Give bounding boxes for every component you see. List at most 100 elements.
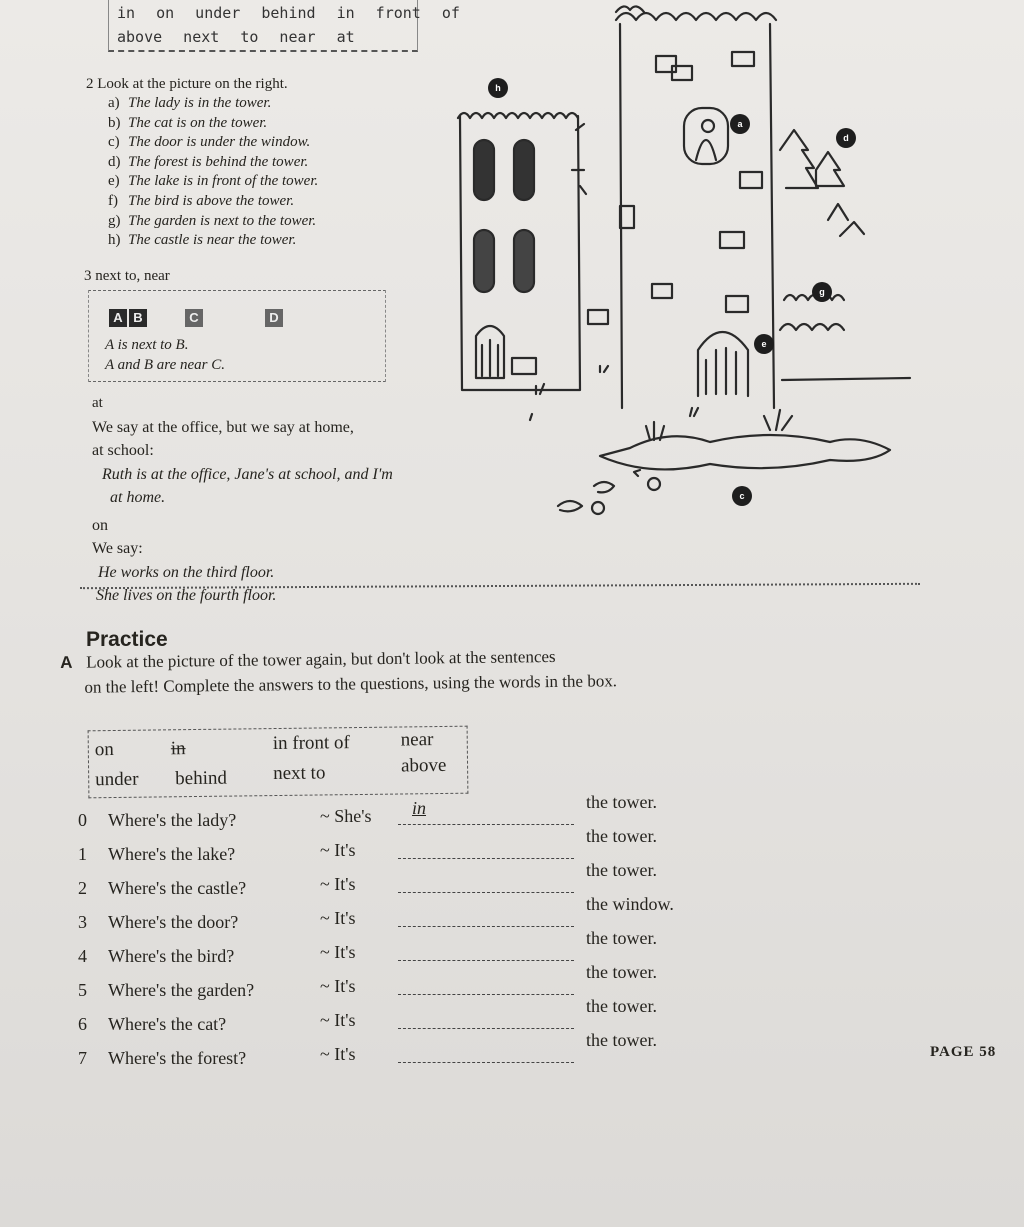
section-2-heading: 2 Look at the picture on the right. — [86, 76, 288, 92]
example-sentence-1: A is next to B. — [105, 337, 189, 353]
question-number: 4 — [78, 946, 87, 966]
item-text: The bird is above the tower. — [128, 192, 295, 209]
answer-end: the tower. — [586, 962, 657, 982]
question-text: Where's the bird? — [108, 946, 235, 966]
question-text: Where's the cat? — [108, 1014, 227, 1034]
badge-label-c: c — [739, 491, 744, 501]
word-near: near — [400, 729, 434, 751]
at-example-2: at home. — [110, 489, 166, 506]
question-number: 1 — [78, 844, 87, 864]
item-text: The forest is behind the tower. — [128, 153, 309, 170]
badge-label-e: e — [761, 339, 766, 349]
answer-blank[interactable] — [398, 926, 574, 927]
badge-e — [754, 334, 774, 354]
question-number: 3 — [78, 912, 87, 932]
on-rule-line-1: We say: — [92, 540, 143, 557]
answer-start: ~ It's — [320, 942, 356, 962]
item-key: d) — [108, 153, 121, 170]
word-under: under — [95, 768, 139, 791]
answer-blank[interactable] — [398, 824, 574, 825]
at-rule-line-2: at school: — [92, 442, 154, 459]
item-key: e) — [108, 173, 120, 190]
badge-g — [812, 282, 832, 302]
item-key: g) — [108, 212, 121, 229]
question-number: 7 — [78, 1048, 87, 1068]
block-d: D — [265, 309, 283, 327]
answer-blank[interactable] — [398, 1028, 574, 1029]
section-3-heading: 3 next to, near — [84, 268, 170, 284]
badge-label-a: a — [737, 119, 743, 129]
sentence-item: g) The garden is next to the tower. — [108, 212, 318, 232]
word-behind: behind — [175, 767, 228, 790]
answer-start: ~ It's — [320, 976, 356, 996]
sentence-item: a) The lady is in the tower. — [108, 94, 318, 114]
sentence-item: f)The bird is above the tower. — [108, 192, 318, 212]
badge-label-g: g — [819, 287, 825, 297]
next-to-near-example-box: A B C D A is next to B. A and B are near… — [88, 290, 386, 382]
exercise-a-instruction: A Look at the picture of the tower again,… — [60, 643, 617, 700]
answer-start: ~ It's — [320, 908, 356, 928]
word-box-row-2: above next to near at — [117, 28, 355, 46]
question-text: Where's the castle? — [108, 878, 247, 898]
answer-filled: in — [412, 798, 427, 818]
example-sentence-2: A and B are near C. — [105, 357, 225, 373]
on-example-1: He works on the third floor. — [98, 563, 275, 581]
answer-blank[interactable] — [398, 1062, 574, 1063]
question-row: 3 Where's the door? ~ It's the window. — [78, 894, 738, 936]
question-text: Where's the garden? — [108, 980, 255, 1000]
at-example-1: Ruth is at the office, Jane's at school,… — [102, 465, 393, 483]
question-row: 0 Where's the lady? ~ She's in the tower… — [78, 792, 738, 834]
answer-start: ~ It's — [320, 840, 356, 860]
question-row: 7 Where's the forest? ~ It's the tower. — [78, 1030, 738, 1072]
sentence-item: d) The forest is behind the tower. — [108, 153, 318, 173]
answer-blank[interactable] — [398, 858, 574, 859]
block-a: A — [109, 309, 127, 327]
answer-end: the window. — [586, 894, 674, 914]
section-2-sentence-list: a) The lady is in the tower. b)The cat is… — [108, 94, 318, 251]
sentence-item: b)The cat is on the tower. — [108, 114, 318, 134]
question-text: Where's the lake? — [108, 844, 236, 864]
item-text: The lady is in the tower. — [128, 95, 272, 111]
badge-label-d: d — [843, 133, 849, 143]
block-b: B — [129, 309, 147, 327]
badge-c — [732, 486, 752, 506]
question-row: 2 Where's the castle? ~ It's the tower. — [78, 860, 738, 902]
item-text: The garden is next to the tower. — [128, 212, 317, 229]
sentence-item: e)The lake is in front of the tower. — [108, 172, 318, 192]
answer-end: the tower. — [586, 826, 657, 846]
answer-start: ~ She's — [320, 806, 372, 826]
on-heading: on — [92, 516, 108, 534]
answer-end: the tower. — [586, 996, 657, 1016]
question-text: Where's the forest? — [108, 1048, 247, 1068]
instruction-line-1: Look at the picture of the tower again, … — [86, 646, 556, 672]
answer-blank[interactable] — [398, 892, 574, 893]
question-text: Where's the door? — [108, 912, 239, 932]
answer-start: ~ It's — [320, 1044, 356, 1064]
answer-end: the tower. — [586, 928, 657, 948]
exercise-questions: 0 Where's the lady? ~ She's in the tower… — [78, 792, 738, 1072]
item-key: c) — [108, 134, 120, 151]
item-text: The castle is near the tower. — [128, 232, 297, 249]
item-key: h) — [108, 232, 121, 249]
word-in-crossed-out: in — [170, 738, 186, 760]
question-row: 4 Where's the bird? ~ It's the tower. — [78, 928, 738, 970]
answer-blank[interactable] — [398, 960, 574, 961]
word-on: on — [94, 739, 114, 761]
badge-label-h: h — [495, 83, 501, 93]
exercise-word-box: on in in front of near under behind next… — [87, 725, 469, 799]
question-row: 1 Where's the lake? ~ It's the tower. — [78, 826, 738, 868]
badge-d — [836, 128, 856, 148]
top-word-box: in on under behind in front of above nex… — [108, 0, 460, 52]
at-heading: at — [92, 395, 103, 411]
item-key: a) — [108, 95, 120, 111]
question-number: 2 — [78, 878, 87, 898]
sentence-item: c) The door is under the window. — [108, 133, 318, 153]
question-number: 5 — [78, 980, 87, 1000]
picture-badges: h a d g e c — [488, 78, 856, 506]
at-rule-line-1: We say at the office, but we say at home… — [92, 418, 354, 436]
word-above: above — [400, 754, 447, 777]
item-text: The door is under the window. — [128, 134, 311, 151]
exercise-letter: A — [60, 652, 73, 672]
answer-start: ~ It's — [320, 874, 356, 894]
answer-blank[interactable] — [398, 994, 574, 995]
